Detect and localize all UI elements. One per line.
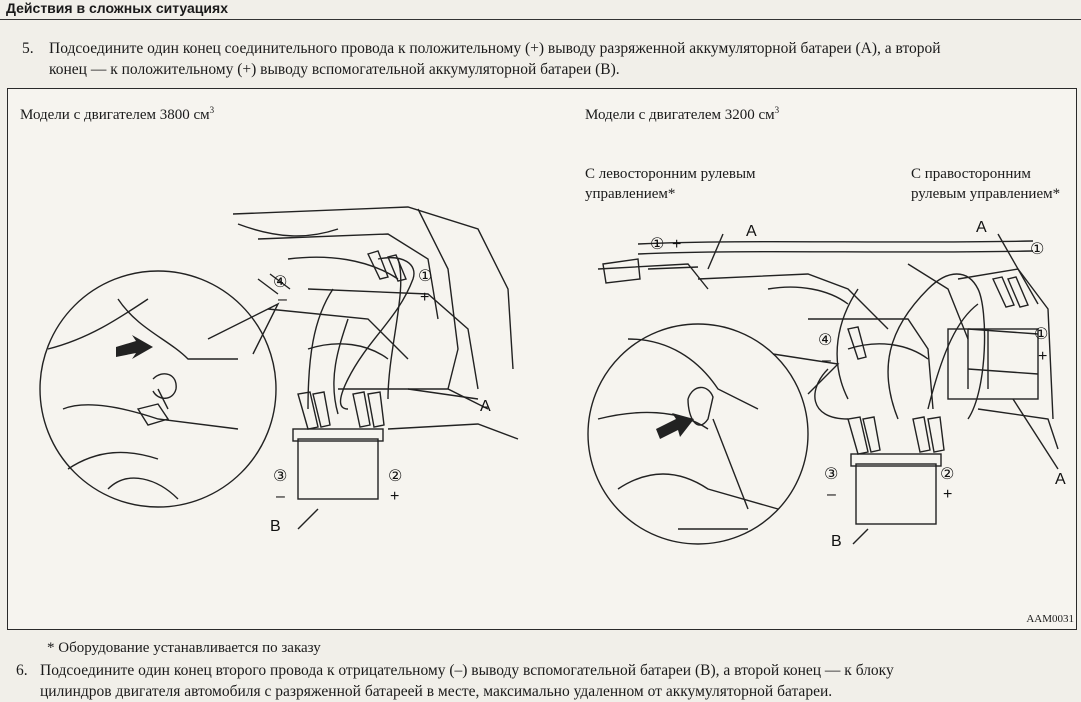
right-engine-diagram: ① + A A ① ① + ④ – A ③ – ② + B: [587, 219, 1066, 550]
section-header: Действия в сложных ситуациях: [6, 0, 228, 16]
callout-4: ④: [818, 332, 832, 349]
label-b: B: [831, 533, 842, 550]
callout-plus: +: [672, 236, 681, 253]
left-engine-diagram: ④ – ① + A ③ – ② + B: [39, 206, 519, 535]
step-number: 5.: [22, 40, 34, 57]
step-5: 5. Подсоедините один конец соединительно…: [22, 38, 941, 80]
callout-minus: –: [278, 291, 287, 308]
step-text-line: конец — к положительному (+) выводу вспо…: [49, 61, 620, 78]
callout-plus: +: [390, 488, 399, 505]
callout-1: ①: [418, 268, 432, 285]
callout-2: ②: [388, 468, 402, 485]
callout-3: ③: [273, 468, 287, 485]
callout-3: ③: [824, 466, 838, 483]
right-figure-title: Модели с двигателем 3200 см3: [585, 105, 780, 123]
footnote: * Оборудование устанавливается по заказу: [47, 640, 321, 656]
callout-minus: –: [822, 352, 831, 369]
label-b: B: [270, 518, 281, 535]
callout-1: ①: [1034, 326, 1048, 343]
label-a: A: [746, 223, 757, 240]
jump-start-figure: Модели с двигателем 3800 см3 Модели с дв…: [7, 88, 1077, 630]
header-divider: [0, 19, 1081, 20]
step-6: 6. Подсоедините один конец второго прово…: [16, 660, 894, 702]
step-text-line: Подсоедините один конец второго провода …: [40, 662, 894, 679]
callout-1: ①: [650, 236, 664, 253]
figure-code: AAM0031: [1026, 613, 1074, 625]
label-a: A: [1055, 471, 1066, 488]
callout-plus: +: [943, 486, 952, 503]
label-a: A: [976, 219, 987, 236]
callout-2: ②: [940, 466, 954, 483]
callout-minus: –: [827, 486, 836, 503]
step-number: 6.: [16, 662, 28, 679]
arrow-icon: [116, 335, 153, 359]
arrow-icon: [656, 413, 694, 439]
left-figure-title: Модели с двигателем 3800 см3: [20, 105, 215, 123]
callout-plus: +: [420, 289, 429, 306]
callout-minus: –: [276, 488, 285, 505]
callout-plus: +: [1038, 348, 1047, 365]
label-a: A: [480, 398, 491, 415]
step-text-line: цилиндров двигателя автомобиля с разряже…: [40, 683, 833, 700]
callout-4: ④: [273, 274, 287, 291]
step-text-line: Подсоедините один конец соединительного …: [49, 40, 941, 57]
callout-1: ①: [1030, 241, 1044, 258]
